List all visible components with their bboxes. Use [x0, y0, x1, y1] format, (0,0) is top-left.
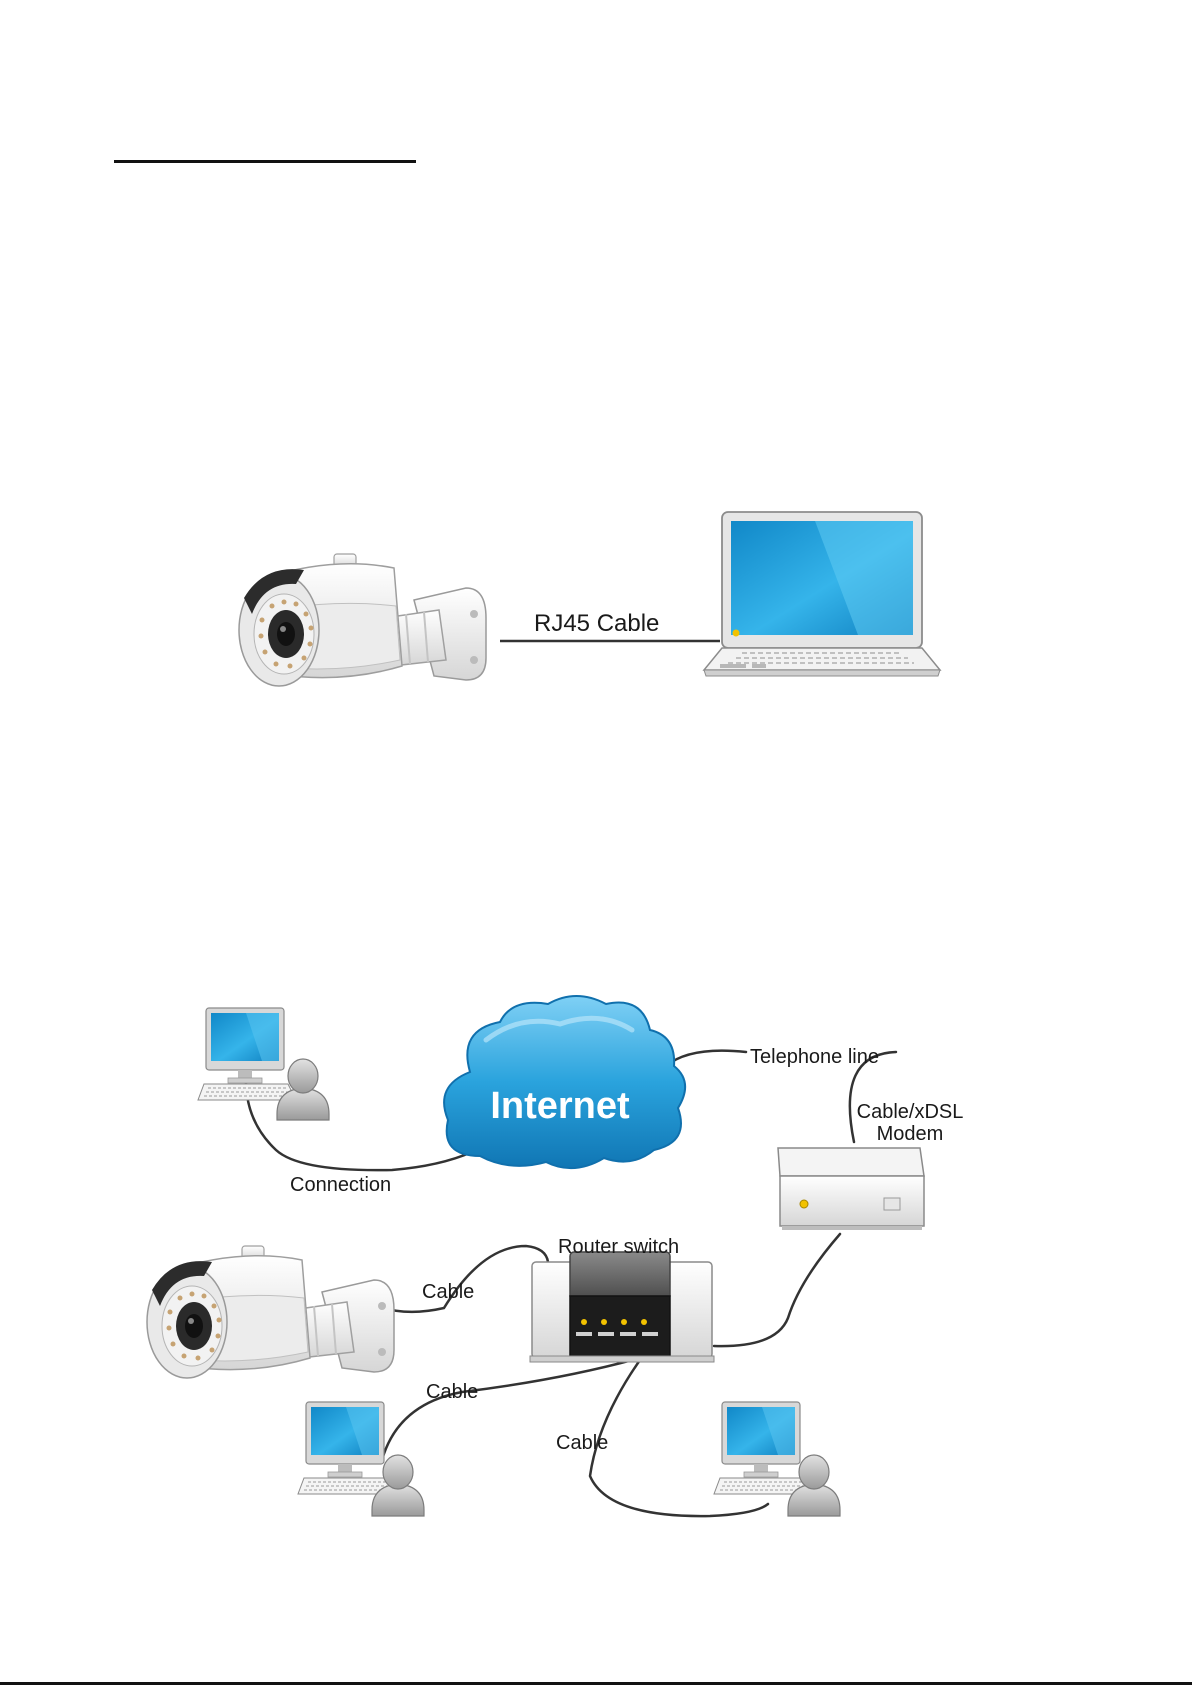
camera-cable-label: Cable [422, 1281, 474, 1303]
desktop-pc-bottom-left [298, 1402, 396, 1494]
internet-label: Internet [490, 1085, 630, 1127]
router-modem-cable [714, 1234, 840, 1346]
modem-label-line1: Cable/xDSL [857, 1101, 964, 1123]
router-switch-image [530, 1252, 714, 1362]
camera-image-2 [147, 1246, 394, 1378]
internet-cloud [444, 996, 685, 1168]
pc-left-cable-label: Cable [426, 1381, 478, 1403]
laptop-image [704, 512, 940, 676]
modem-image [778, 1148, 924, 1230]
router-switch-label: Router switch [558, 1236, 679, 1258]
modem-label-line2: Modem [877, 1123, 944, 1145]
desktop-pc-top-left [198, 1008, 296, 1100]
direct-connection-diagram: RJ45 Cable [239, 512, 940, 686]
connection-label: Connection [290, 1174, 391, 1196]
camera-image [239, 554, 486, 686]
desktop-pc-bottom-right [714, 1402, 812, 1494]
telephone-cable [666, 1051, 746, 1066]
pc-right-cable-label: Cable [556, 1432, 608, 1454]
telephone-line-label: Telephone line [750, 1046, 879, 1068]
rj45-cable-label: RJ45 Cable [534, 610, 659, 637]
internet-connection-diagram: Internet [147, 996, 963, 1516]
